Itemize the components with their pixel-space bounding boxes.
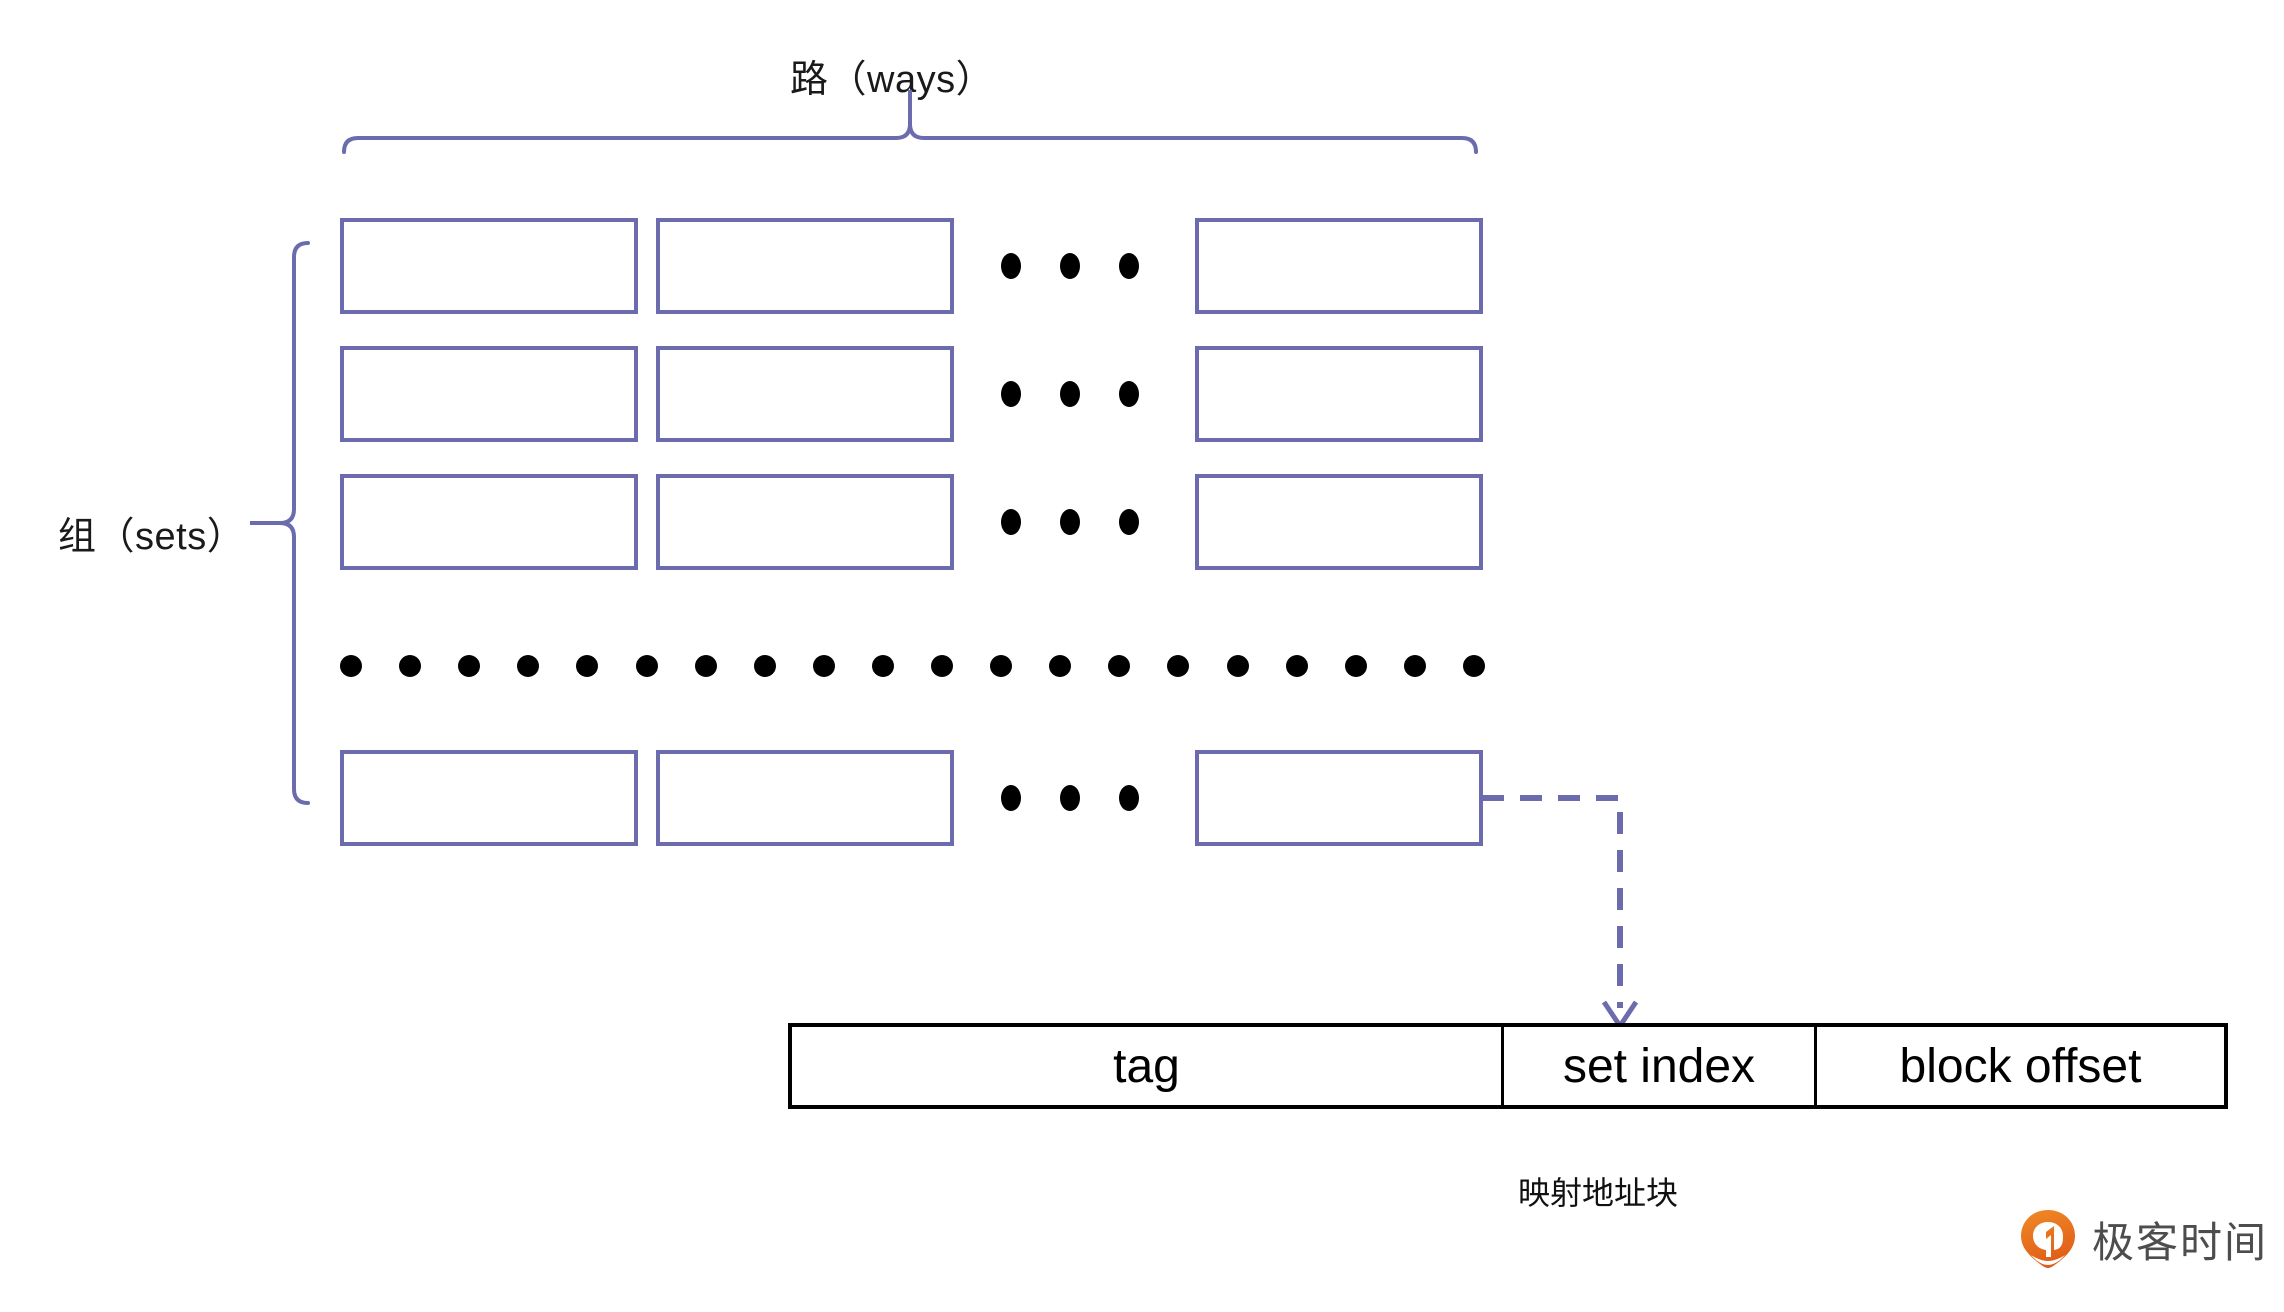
set-ellipsis-dot [1227,655,1249,677]
row-ellipsis-dot [1060,509,1080,535]
set-ellipsis-dot [576,655,598,677]
row-ellipsis-dot [1060,253,1080,279]
address-field-set-index[interactable]: set index [1504,1027,1817,1105]
set-ellipsis-dot [1049,655,1071,677]
set-ellipsis-dot [458,655,480,677]
set-ellipsis-dot [517,655,539,677]
mapping-arrow [1482,795,1639,1029]
sets-label: 组（sets） [58,516,246,558]
set-ellipsis-dot [1108,655,1130,677]
ways-label: 路（ways） [790,59,995,101]
cache-line-r4c2[interactable] [656,750,954,846]
geektime-logo-icon [2021,1210,2075,1268]
set-ellipsis-dot [1463,655,1485,677]
geektime-watermark: 极客时间 [2018,1208,2268,1270]
cache-line-r2c3[interactable] [1195,346,1483,442]
row-ellipsis-dot [1119,381,1139,407]
cache-line-r1c2[interactable] [656,218,954,314]
set-ellipsis-dot [872,655,894,677]
cache-line-r4c3[interactable] [1195,750,1483,846]
cache-line-r1c3[interactable] [1195,218,1483,314]
row-ellipsis-dot [1119,785,1139,811]
set-ellipsis-dot [1345,655,1367,677]
address-field-tag[interactable]: tag [792,1027,1504,1105]
row-ellipsis-dot [1060,785,1080,811]
cache-line-r4c1[interactable] [340,750,638,846]
set-ellipsis-dot [1167,655,1189,677]
row-ellipsis-dot [1119,253,1139,279]
row-ellipsis-dot [1001,509,1021,535]
set-ellipsis-dot [399,655,421,677]
geektime-logo-text: 极客时间 [2092,1218,2269,1266]
cache-line-r2c2[interactable] [656,346,954,442]
set-ellipsis-dot [1404,655,1426,677]
set-ellipsis-dot [695,655,717,677]
sets-brace [250,241,310,805]
set-ellipsis-row [340,655,1485,685]
address-field-block-offset[interactable]: block offset [1899,1039,2142,1093]
cache-line-r3c2[interactable] [656,474,954,570]
address-block: tag set index block offset [788,1023,2228,1109]
set-ellipsis-dot [636,655,658,677]
cache-line-r3c3[interactable] [1195,474,1483,570]
cache-line-r2c1[interactable] [340,346,638,442]
row-ellipsis-dot [1119,509,1139,535]
ways-brace [342,90,1478,154]
row-ellipsis-dot [1001,381,1021,407]
set-ellipsis-dot [1286,655,1308,677]
set-ellipsis-dot [754,655,776,677]
set-ellipsis-dot [813,655,835,677]
row-ellipsis-dot [1001,785,1021,811]
set-ellipsis-dot [340,655,362,677]
address-block-caption: 映射地址块 [1518,1175,1679,1211]
cache-line-r1c1[interactable] [340,218,638,314]
set-ellipsis-dot [990,655,1012,677]
row-ellipsis-dot [1001,253,1021,279]
set-ellipsis-dot [931,655,953,677]
row-ellipsis-dot [1060,381,1080,407]
cache-line-r3c1[interactable] [340,474,638,570]
